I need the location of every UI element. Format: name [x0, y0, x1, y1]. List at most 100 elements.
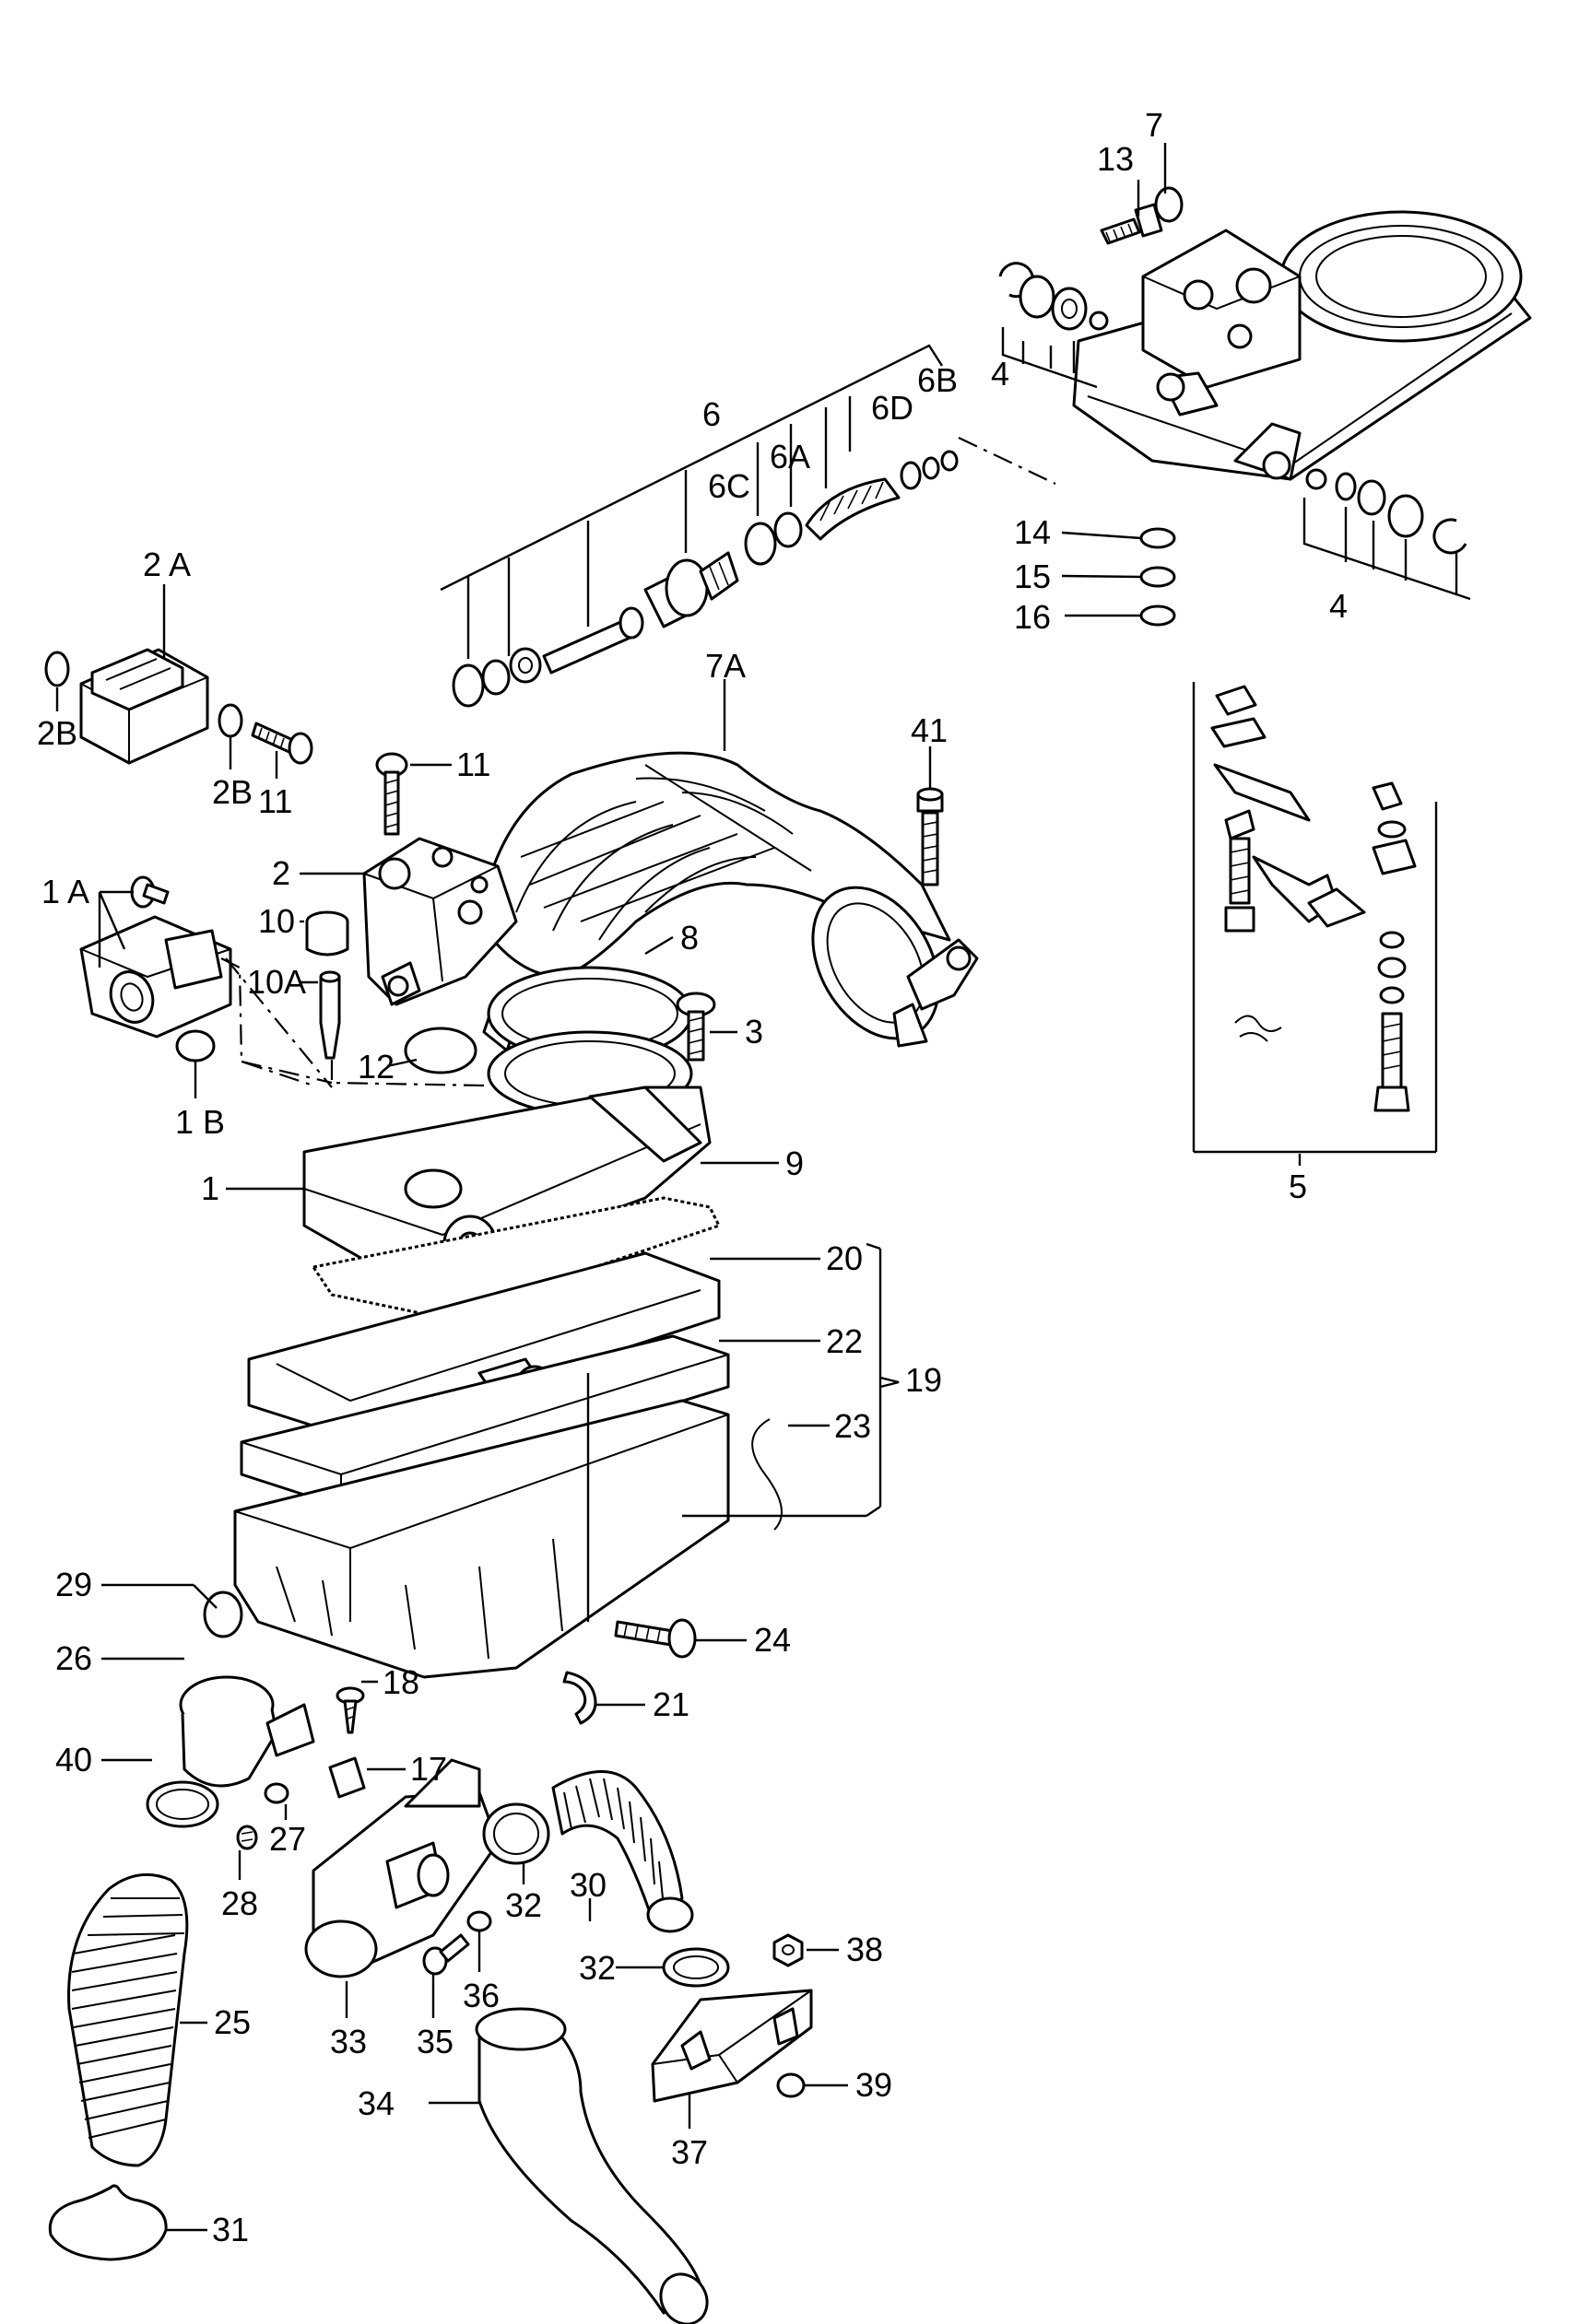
callout-16: 16 — [1014, 598, 1051, 636]
callout-23: 23 — [834, 1407, 871, 1445]
bolt-24 — [614, 1618, 697, 1659]
callout-8: 8 — [680, 919, 699, 957]
screw-35 — [422, 1933, 470, 1976]
hose-34 — [475, 2007, 709, 2324]
callout-7a: 7A — [705, 647, 746, 685]
callout-6: 6 — [702, 395, 721, 433]
callout-24: 24 — [754, 1621, 791, 1659]
callout-25: 25 — [214, 2003, 251, 2041]
relay-unit-2a — [79, 648, 209, 765]
screw-3 — [676, 992, 716, 1062]
bracket-6 — [440, 344, 944, 592]
callout-1a: 1 A — [41, 873, 89, 910]
callout-22: 22 — [826, 1322, 863, 1360]
callout-15: 15 — [1014, 558, 1051, 595]
seal-set-4-upper — [998, 262, 1109, 331]
callout-6c: 6C — [708, 467, 750, 505]
callout-39: 39 — [855, 2066, 892, 2104]
callout-26: 26 — [55, 1639, 92, 1677]
callout-6b: 6B — [917, 361, 958, 399]
callout-29: 29 — [55, 1566, 92, 1603]
callout-14: 14 — [1014, 513, 1051, 551]
callout-32-upper: 32 — [505, 1886, 542, 1924]
callout-2a: 2 A — [143, 546, 191, 583]
callout-19: 19 — [905, 1361, 942, 1399]
gasket-9 — [312, 1196, 721, 1320]
corrugated-hose-25 — [67, 1872, 189, 2167]
nut-38 — [772, 1933, 804, 1967]
screw-11b — [375, 752, 408, 836]
callout-2b-top: 2B — [37, 714, 77, 752]
filter-lower-housing — [233, 1399, 730, 1679]
callout-6d: 6D — [871, 389, 913, 427]
bracket-37 — [651, 1989, 813, 2103]
clamp-32b — [662, 1947, 730, 1988]
clamp-32a — [482, 1802, 550, 1865]
bracket-assembly-5 — [1192, 682, 1438, 1154]
callout-34: 34 — [358, 2084, 395, 2122]
washer-14 — [1139, 527, 1176, 549]
callout-13: 13 — [1097, 140, 1134, 178]
washer-7 — [1154, 186, 1184, 223]
callout-1b: 1 B — [175, 1103, 225, 1141]
callout-30: 30 — [570, 1866, 607, 1904]
screw-18 — [336, 1686, 365, 1734]
clip-23 — [751, 1418, 783, 1531]
callout-27: 27 — [269, 1820, 306, 1858]
valve-assembly-6 — [452, 450, 959, 708]
link-6-housing — [958, 437, 1056, 485]
callout-12: 12 — [358, 1048, 395, 1086]
callout-6a: 6A — [770, 438, 810, 475]
callout-labels: 13 7 4 6 6D 6B 6C 6A 14 15 16 4 2 A 2B 2… — [37, 106, 1348, 2248]
callout-10: 10 — [258, 902, 295, 940]
screw-11a — [251, 722, 313, 765]
callout-11-lower: 11 — [456, 745, 490, 783]
callout-31: 31 — [212, 2211, 249, 2248]
callout-9: 9 — [785, 1144, 804, 1182]
callout-36: 36 — [463, 1977, 500, 2014]
washer-2b-mid — [218, 703, 243, 738]
screw-13 — [1100, 203, 1163, 245]
band-31 — [48, 2184, 168, 2261]
grommet-29 — [203, 1590, 243, 1638]
sensor-41 — [916, 787, 944, 886]
washer-2b-top — [44, 651, 70, 687]
bracket-17 — [328, 1756, 366, 1799]
callout-21: 21 — [653, 1685, 689, 1723]
callout-5: 5 — [1289, 1168, 1307, 1205]
elbow-26 — [179, 1675, 315, 1788]
seal-12 — [404, 1027, 477, 1074]
callout-32-lower: 32 — [579, 1949, 616, 1987]
sensor-module-1a — [79, 875, 232, 1039]
callout-4-lower: 4 — [1329, 587, 1348, 625]
callout-33: 33 — [330, 2023, 367, 2060]
callout-28: 28 — [221, 1884, 258, 1922]
callout-18: 18 — [383, 1663, 419, 1701]
washer-36 — [466, 1910, 492, 1932]
callout-2: 2 — [272, 854, 290, 892]
callout-37: 37 — [671, 2133, 708, 2171]
callout-1: 1 — [201, 1169, 219, 1207]
ring-1b — [175, 1029, 216, 1062]
washer-27 — [264, 1782, 289, 1804]
leader-lines — [55, 143, 1471, 2232]
grommet-39 — [776, 2072, 806, 2098]
clamp-40 — [146, 1780, 219, 1828]
callout-3: 3 — [745, 1013, 763, 1050]
callout-35: 35 — [417, 2023, 454, 2060]
clip-21 — [562, 1671, 597, 1725]
bracket-6-ticks — [466, 396, 852, 659]
screw-28 — [236, 1825, 258, 1850]
callout-4-upper: 4 — [991, 355, 1009, 393]
callout-17: 17 — [410, 1750, 447, 1788]
callout-40: 40 — [55, 1741, 92, 1778]
plug-10 — [305, 910, 349, 957]
throttle-body-33 — [304, 1758, 500, 1978]
callout-41: 41 — [911, 711, 948, 749]
corrugated-hose-30 — [551, 1770, 694, 1933]
throttle-housing — [1072, 210, 1532, 481]
callout-7: 7 — [1145, 106, 1163, 144]
washer-15 — [1139, 566, 1176, 588]
callout-20: 20 — [826, 1239, 863, 1277]
